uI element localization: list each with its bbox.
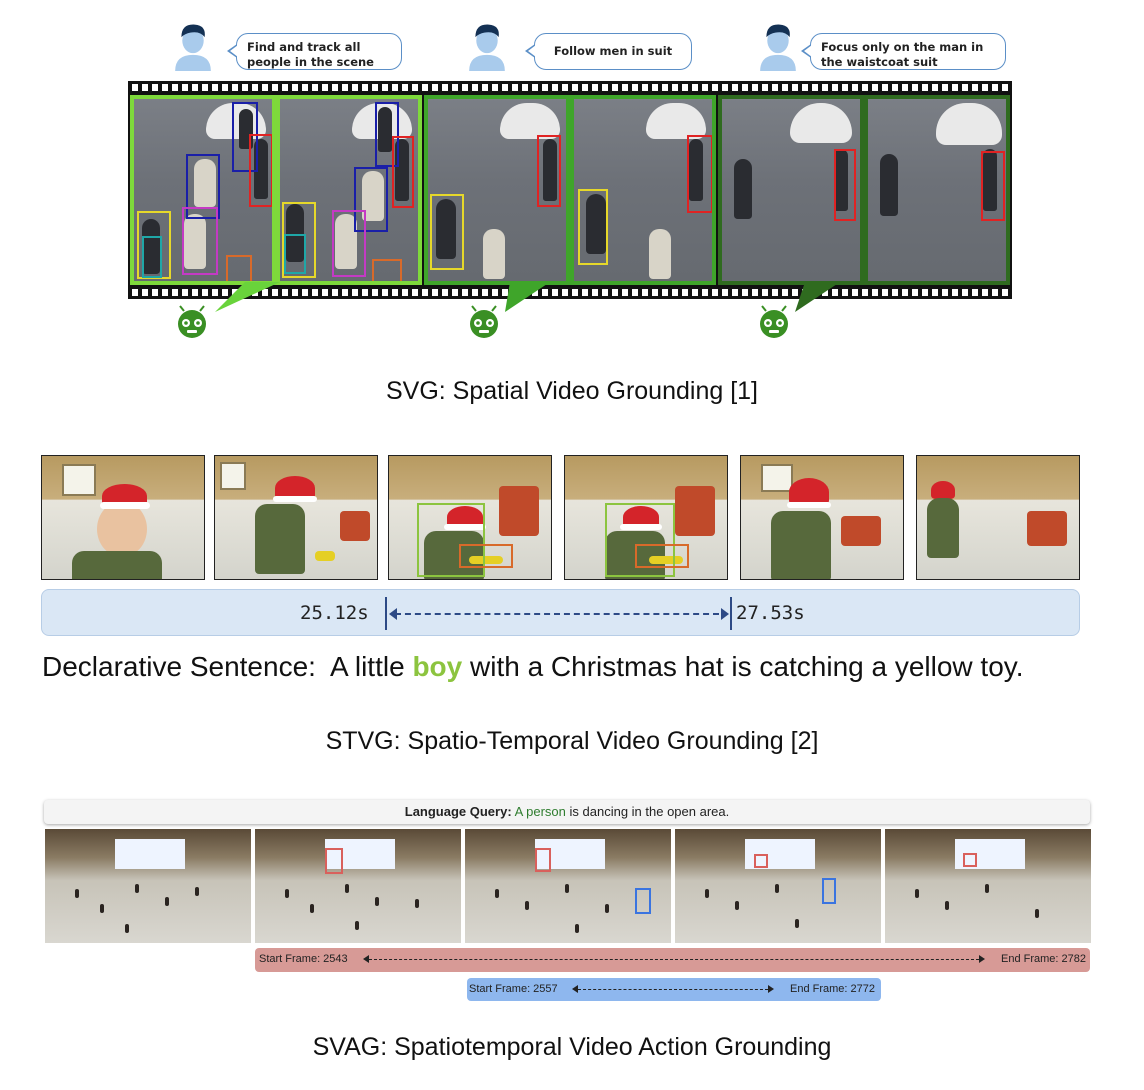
action-box [822,878,836,904]
video-frame [255,829,461,943]
robot-icon [178,305,206,338]
start-tick [385,597,387,630]
user-avatar-icon [760,24,796,71]
video-frame [675,829,881,943]
end-time: 27.53s [736,602,805,624]
robot-icon [760,305,788,338]
video-frame [388,455,552,580]
robot-pointer [795,282,840,312]
video-frame [564,455,728,580]
film-perforation [132,84,1008,91]
film-strip [128,81,1012,299]
arrow-left-icon [363,955,369,963]
video-frame [214,455,378,580]
blue-end-frame: End Frame: 2772 [790,983,875,995]
svag-caption: SVAG: Spatiotemporal Video Action Ground… [312,1033,832,1061]
blue-frame-span: Start Frame: 2557 End Frame: 2772 [467,978,881,1001]
red-frame-span: Start Frame: 2543 End Frame: 2782 [255,948,1090,972]
arrow-left-icon [389,608,397,620]
video-frame [465,829,671,943]
action-box [963,853,977,867]
frame-span-arrow [578,989,768,990]
action-box [635,888,651,914]
user-avatar-icon [175,24,211,71]
declarative-sentence: Declarative Sentence: A little boy with … [42,651,1024,682]
start-time: 25.12s [300,602,369,624]
red-start-frame: Start Frame: 2543 [259,953,348,965]
query-bubble-1: Find and track all people in the scene [227,33,402,70]
frame-span-arrow [369,959,979,960]
action-box [754,854,768,868]
video-frame [41,455,205,580]
query-bubble-2: Follow men in suit [525,33,692,70]
target-box [605,503,675,577]
video-frame [130,95,276,285]
arrow-right-icon [979,955,985,963]
timeline-bar: 25.12s 27.53s [41,589,1080,636]
robot-pointer [215,282,280,312]
video-frame [570,95,716,285]
video-frame [885,829,1091,943]
red-end-frame: End Frame: 2782 [1001,953,1086,965]
film-perforation [132,289,1008,296]
target-box [417,503,485,577]
video-frame [916,455,1080,580]
blue-start-frame: Start Frame: 2557 [469,983,558,995]
language-query: Language Query: A person is dancing in t… [44,800,1090,824]
end-tick [730,597,732,630]
arrow-left-icon [572,985,578,993]
svg-caption: SVG: Spatial Video Grounding [1] [386,377,758,405]
video-frame [424,95,570,285]
video-frame [45,829,251,943]
robot-pointer [505,282,550,312]
object-box [459,544,513,568]
video-frame [740,455,904,580]
stvg-caption: STVG: Spatio-Temporal Video Grounding [2… [325,727,819,755]
video-frame [718,95,864,285]
video-frame [864,95,1010,285]
query-bubble-3: Focus only on the man in the waistcoat s… [801,33,1006,70]
object-box [635,544,689,568]
user-avatar-icon [469,24,505,71]
arrow-right-icon [768,985,774,993]
video-frame [276,95,422,285]
action-box [535,848,551,872]
time-span-arrow [395,613,719,615]
action-box [325,848,343,874]
robot-icon [470,305,498,338]
arrow-right-icon [721,608,729,620]
